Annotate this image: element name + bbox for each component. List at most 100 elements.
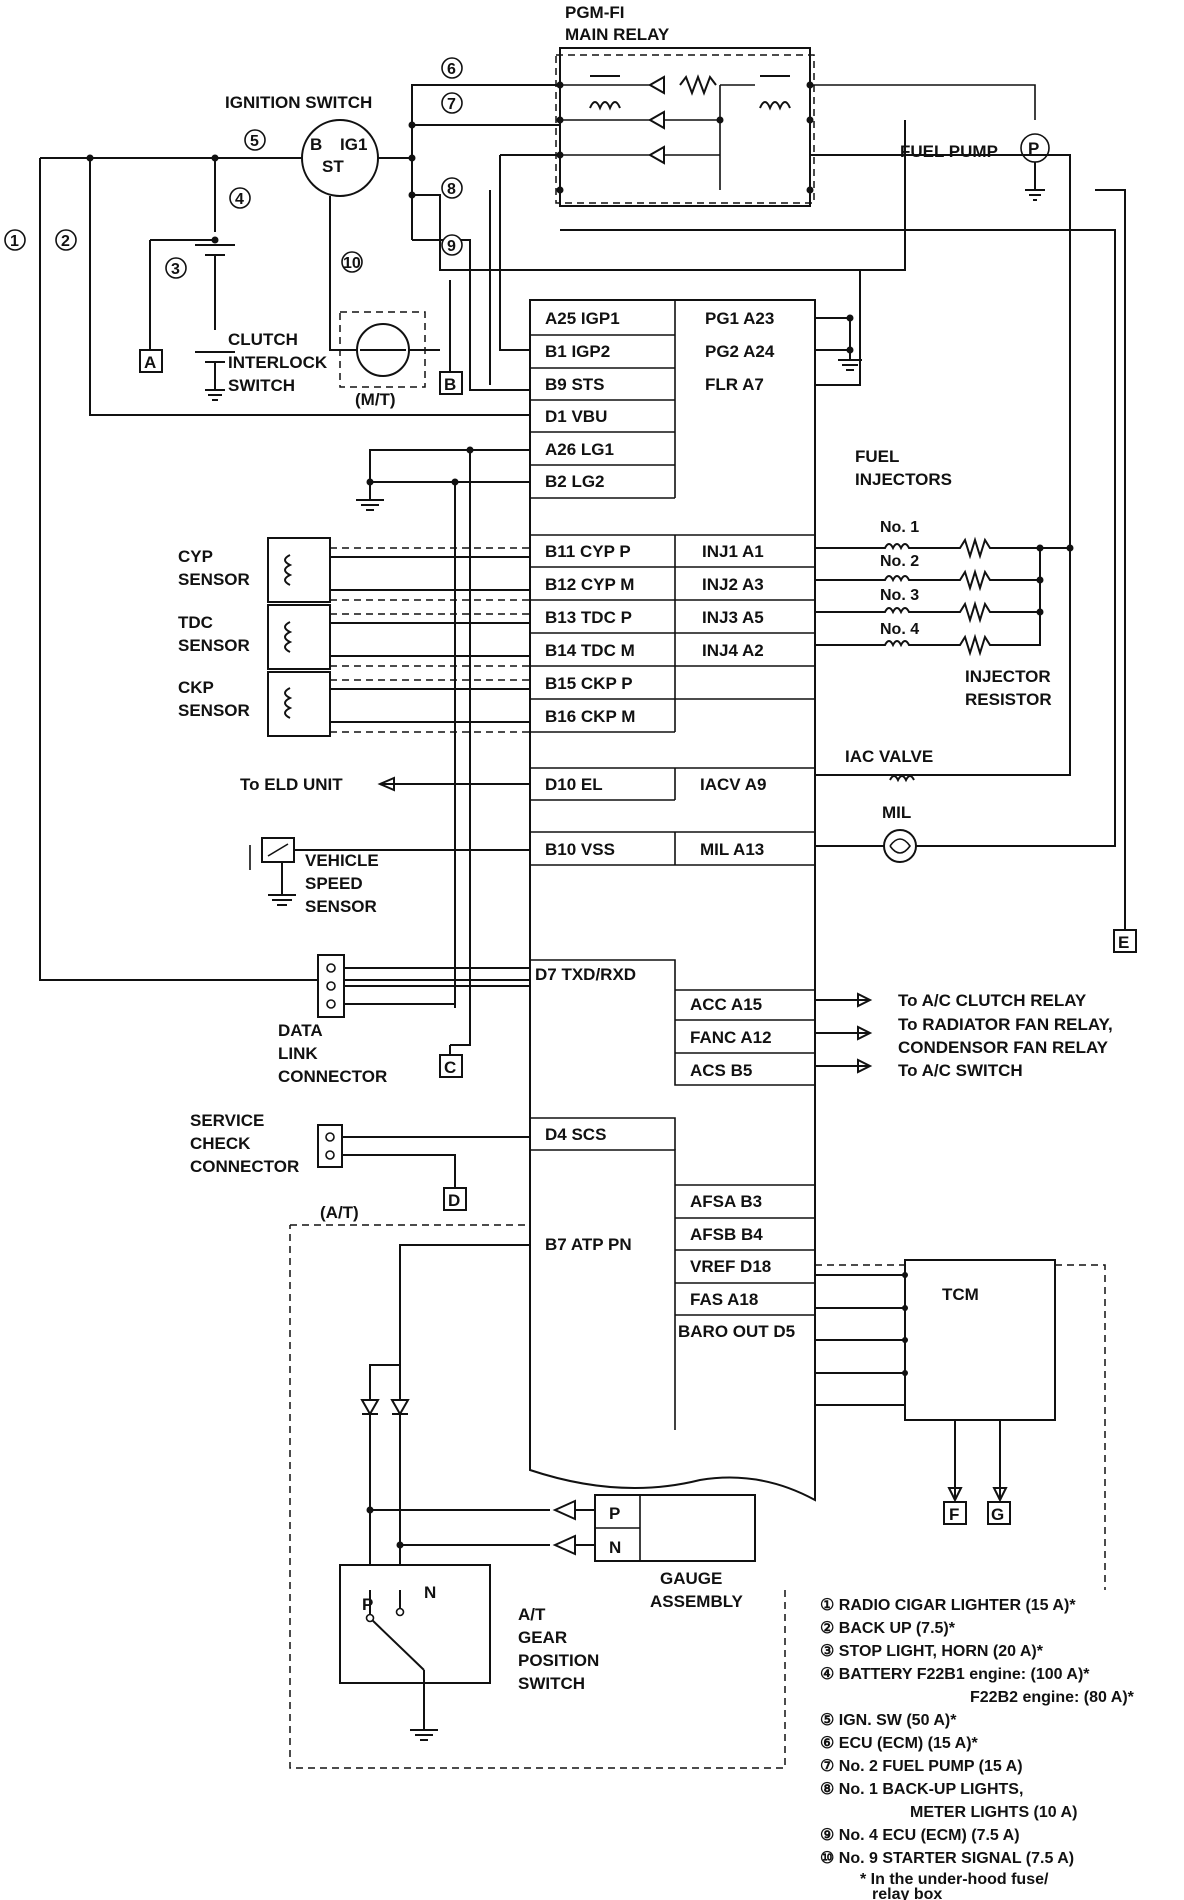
injector-resistor-label-1: INJECTOR	[965, 667, 1051, 686]
pin-b16: B16 CKP M	[545, 707, 635, 726]
pin-inj1: INJ1 A1	[702, 542, 764, 561]
connector-b-label: B	[444, 375, 456, 394]
at-switch-p: P	[362, 1595, 373, 1614]
dlc-label-1: DATA	[278, 1021, 323, 1040]
relay-internal-wiring	[560, 84, 1036, 190]
tdc-coil-icon	[284, 621, 293, 653]
mil-label: MIL	[882, 803, 911, 822]
pin-d10: D10 EL	[545, 775, 603, 794]
ign-st-label: ST	[322, 157, 344, 176]
tcm-box	[904, 1259, 1056, 1421]
connector-f	[943, 1501, 967, 1525]
clutch-wiring	[329, 250, 440, 351]
battery	[149, 158, 235, 401]
legend-3: ③ STOP LIGHT, HORN (20 A)*	[820, 1643, 1044, 1660]
pin-flr: FLR A7	[705, 375, 764, 394]
legend-2: ② BACK UP (7.5)*	[820, 1620, 956, 1637]
connector-g-label: G	[991, 1505, 1004, 1524]
pin-d1: D1 VBU	[545, 407, 607, 426]
fuse-markers: 6 7 5 4 3 1 2 8 9 10	[4, 57, 463, 279]
cyp-label-2: SENSOR	[178, 570, 250, 589]
eld-wiring	[377, 776, 530, 792]
pin-b15: B15 CKP P	[545, 674, 633, 693]
ground-icon	[1025, 162, 1045, 201]
ignition-switch-label: IGNITION SWITCH	[225, 93, 372, 112]
pin-d7: D7 TXD/RXD	[535, 965, 636, 984]
connector-e-wiring	[1095, 189, 1126, 930]
main-relay-label-2: MAIN RELAY	[565, 25, 670, 44]
at-diode-icon	[360, 1399, 410, 1417]
ecm-cells-mid	[530, 767, 815, 866]
pin-inj4: INJ4 A2	[702, 641, 764, 660]
fuse-8: 8	[447, 181, 456, 198]
fuel-pump-label: FUEL PUMP	[900, 142, 998, 161]
injector-1-wiring	[815, 536, 1070, 560]
at-switch-label-2: GEAR	[518, 1628, 567, 1647]
vss-label-1: VEHICLE	[305, 851, 379, 870]
pin-b2: B2 LG2	[545, 472, 605, 491]
pin-fanc: FANC A12	[690, 1028, 772, 1047]
to-condensor-fan: CONDENSOR FAN RELAY	[898, 1038, 1109, 1057]
fuel-pump: P FUEL PUMP	[900, 133, 1050, 201]
scs-wiring	[342, 1136, 530, 1188]
iac-valve-label: IAC VALVE	[845, 747, 933, 766]
sensor-signal-wiring	[330, 556, 530, 723]
clutch-interlock: CLUTCH INTERLOCK SWITCH (M/T)	[228, 250, 440, 409]
legend-8b: METER LIGHTS (10 A)	[910, 1804, 1077, 1821]
legend-4: ④ BATTERY F22B1 engine: (100 A)*	[820, 1666, 1090, 1683]
gauge-label-1: GAUGE	[660, 1569, 722, 1588]
main-relay-inner	[555, 54, 815, 204]
injectors-label-2: INJECTORS	[855, 470, 952, 489]
to-ac-clutch: To A/C CLUTCH RELAY	[898, 991, 1087, 1010]
scs-label-1: SERVICE	[190, 1111, 264, 1130]
relay-coil-icon	[589, 101, 621, 111]
fuse-9: 9	[447, 238, 456, 255]
connector-c-label: C	[444, 1058, 456, 1077]
fuse-legend: ① RADIO CIGAR LIGHTER (15 A)* ② BACK UP …	[820, 1597, 1135, 1900]
pin-pg2: PG2 A24	[705, 342, 775, 361]
fuse-6: 6	[447, 61, 456, 78]
legend-4b: F22B2 engine: (80 A)*	[970, 1689, 1135, 1706]
pin-pg1: PG1 A23	[705, 309, 774, 328]
service-check-connector: SERVICE CHECK CONNECTOR D	[190, 1111, 530, 1211]
legend-10: ⑩ No. 9 STARTER SIGNAL (7.5 A)	[820, 1850, 1074, 1867]
clutch-label-1: CLUTCH	[228, 330, 298, 349]
sensors: CYP SENSOR TDC SENSOR CKP SENSOR	[178, 537, 530, 737]
clutch-mt-label: (M/T)	[355, 390, 396, 409]
diode-icon	[647, 75, 665, 95]
fuse-10: 10	[343, 255, 361, 272]
gauge-p: P	[609, 1504, 620, 1523]
to-radiator-fan: To RADIATOR FAN RELAY,	[898, 1015, 1113, 1034]
at-gear-switch-box	[339, 1564, 491, 1684]
connector-f-label: F	[949, 1505, 959, 1524]
scs-label-2: CHECK	[190, 1134, 251, 1153]
vss-label-2: SPEED	[305, 874, 363, 893]
inj-no1: No. 1	[880, 519, 919, 536]
lg-ground-wiring	[356, 449, 530, 511]
vss-symbol-icon	[249, 843, 289, 870]
fuse-4: 4	[235, 191, 244, 208]
clutch-label-3: SWITCH	[228, 376, 295, 395]
at-switch-label-3: POSITION	[518, 1651, 599, 1670]
fuse-2: 2	[61, 233, 70, 250]
connector-d	[443, 1187, 467, 1211]
at-switch-wiring	[369, 1414, 550, 1590]
clutch-label-2: INTERLOCK	[228, 353, 328, 372]
injector-resistor-label-2: RESISTOR	[965, 690, 1052, 709]
legend-6: ⑥ ECU (ECM) (15 A)*	[820, 1735, 979, 1752]
dlc-label-3: CONNECTOR	[278, 1067, 387, 1086]
main-relay: PGM-FI MAIN RELAY	[555, 3, 1036, 207]
pin-acs: ACS B5	[690, 1061, 752, 1080]
pin-fas: FAS A18	[690, 1290, 758, 1309]
pin-afsb: AFSB B4	[690, 1225, 763, 1244]
to-ac-switch: To A/C SWITCH	[898, 1061, 1023, 1080]
scs-label-3: CONNECTOR	[190, 1157, 299, 1176]
legend-note-1: * In the under-hood fuse/	[860, 1871, 1049, 1888]
main-relay-box	[559, 47, 811, 207]
backup-wiring	[39, 158, 530, 981]
cyp-label-1: CYP	[178, 547, 213, 566]
connector-c	[439, 1054, 463, 1078]
fuse-7: 7	[447, 96, 456, 113]
